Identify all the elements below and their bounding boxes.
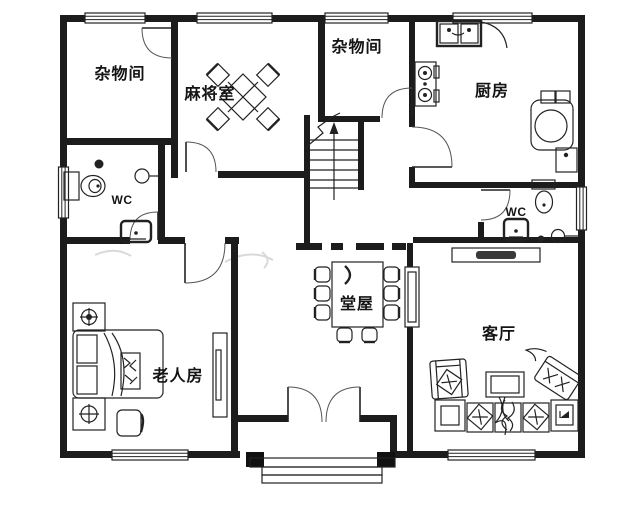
- stair-break-line: [304, 112, 341, 149]
- room-labels: 杂物间 麻将室 杂物间 厨房 WC WC 老人房 堂屋 客厅: [94, 37, 526, 385]
- kitchen-corner-unit: [555, 147, 578, 173]
- floor-drain-right: [537, 235, 545, 243]
- dining-chairs: [313, 266, 401, 344]
- mahjong-chair: [255, 62, 281, 88]
- nightstand-lamp-top: [72, 302, 106, 332]
- door-bedroom: [184, 242, 226, 284]
- lounge-chair: [524, 348, 582, 401]
- door-storage1: [141, 27, 173, 59]
- dining-table: [331, 261, 384, 328]
- window-top-1: [84, 12, 146, 24]
- wall-mahjong-bottom: [218, 171, 306, 178]
- kitchen-stove: [414, 61, 440, 107]
- wall-hall-stub-2: [331, 243, 343, 250]
- room-label-wc-left: WC: [112, 193, 133, 207]
- window-top-4: [452, 12, 533, 24]
- wall-light-right: [550, 228, 578, 244]
- staircase-up: [304, 112, 358, 200]
- wall-bedroom-right: [231, 237, 238, 452]
- wall-porch-right: [390, 422, 397, 452]
- wall-exterior-left: [60, 15, 67, 458]
- bedroom-stool: [116, 409, 145, 437]
- wall-storage1-right: [171, 15, 178, 145]
- room-label-kitchen: 厨房: [475, 81, 509, 100]
- watermark-marks: [94, 249, 274, 269]
- wall-stair-left: [304, 115, 310, 247]
- mahjong-chair: [255, 106, 281, 132]
- mahjong-chair: [205, 106, 231, 132]
- wall-kitchen-left-upper: [409, 15, 415, 127]
- wardrobe: [212, 332, 228, 418]
- room-label-elder-bedroom: 老人房: [151, 366, 203, 385]
- wash-basin-right: [502, 217, 530, 242]
- wall-bedroom-top-a: [165, 237, 185, 244]
- entrance-steps: [249, 457, 396, 484]
- wall-hall-stub-4: [392, 243, 406, 250]
- wall-mahjong-left-stub: [171, 138, 178, 178]
- wall-wcright-left: [478, 222, 484, 243]
- divider-cabinet: [404, 266, 420, 328]
- wall-hall-stub-3: [356, 243, 384, 250]
- wall-mahjong-right: [318, 15, 325, 122]
- windows: [57, 12, 588, 461]
- toilet-right: [531, 179, 556, 214]
- wall-light-left: [134, 168, 158, 184]
- window-top-3: [324, 12, 389, 24]
- wall-wcleft-bottom: [60, 237, 130, 244]
- window-bottom-bedroom: [111, 449, 189, 461]
- doors: [129, 27, 511, 423]
- wall-wcleft-right: [158, 145, 165, 244]
- room-label-wc-right: WC: [506, 205, 527, 219]
- room-label-mahjong: 麻将室: [183, 84, 235, 103]
- mahjong-chair: [205, 62, 231, 88]
- mahjong-table: [205, 62, 281, 132]
- porch-column-right: [377, 452, 395, 467]
- tv-cabinet: [451, 247, 541, 263]
- toilet-left: [63, 171, 106, 201]
- folded-quilt: [120, 352, 141, 390]
- wall-stair-right: [358, 122, 364, 190]
- kitchen-sink: [435, 19, 508, 49]
- kitchen-water-vat: [530, 90, 574, 151]
- wall-exterior-right: [578, 15, 585, 458]
- entrance-double-door: [287, 386, 361, 423]
- side-table-plant: [555, 404, 574, 426]
- wall-storage1-bottom: [60, 138, 178, 145]
- nightstand-lamp-bottom: [72, 397, 106, 431]
- armchair: [429, 358, 469, 400]
- room-label-storage-top-mid: 杂物间: [331, 37, 382, 56]
- porch-column-left: [246, 452, 264, 467]
- wall-living-top: [413, 237, 585, 243]
- wall-storage2-bottom: [318, 116, 380, 122]
- wall-divider-upper: [407, 243, 413, 267]
- room-label-storage-top-left: 杂物间: [94, 64, 145, 83]
- wash-basin-left: [119, 219, 153, 244]
- double-bed: [72, 329, 164, 399]
- sofa: [434, 399, 579, 433]
- porch: [246, 452, 396, 484]
- wall-hall-stub-1: [296, 243, 322, 250]
- window-bottom-living: [447, 449, 536, 461]
- door-wc-left: [129, 211, 159, 241]
- door-storage2: [381, 87, 413, 119]
- stair-direction-arrow: [329, 122, 339, 200]
- room-label-main-hall: 堂屋: [340, 294, 374, 313]
- wall-divider-lower: [407, 327, 413, 452]
- door-wc-right: [480, 189, 511, 221]
- wall-hall-bottom-left: [231, 415, 288, 422]
- room-label-living-room: 客厅: [482, 324, 516, 343]
- wall-hall-bottom-right: [360, 415, 397, 422]
- wall-kitchen-left-lower: [409, 167, 415, 188]
- window-right-wc: [575, 186, 588, 231]
- window-top-2: [196, 12, 273, 24]
- door-kitchen: [411, 126, 453, 168]
- wall-kitchen-bottom: [409, 182, 585, 188]
- door-mahjong: [185, 141, 217, 173]
- floor-drain-left: [94, 159, 104, 169]
